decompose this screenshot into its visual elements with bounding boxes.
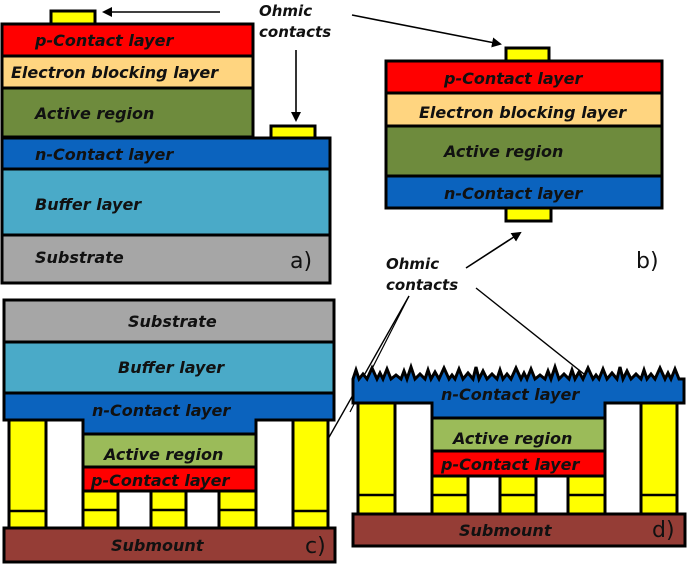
a-n-contact-label: n-Contact layer [35,145,174,164]
a-p-contact-label: p-Contact layer [34,31,174,50]
d-active-label: Active region [451,429,572,448]
c-buffer-layer [2,340,336,395]
c-n-contact-label: n-Contact layer [92,401,231,420]
panel-d-tag: d) [652,518,675,543]
a-substrate [0,233,332,285]
c-pad-gap-2 [184,489,221,530]
d-submount-label: Submount [459,521,553,540]
d-p-contact-label: p-Contact layer [440,455,580,474]
a-active-label: Active region [33,104,154,123]
c-submount [2,526,337,564]
b-active-label: Active region [442,142,563,161]
a-buffer-label: Buffer layer [35,195,142,214]
d-pad-gap-1 [466,474,502,516]
b-electron-blocking-label: Electron blocking layer [419,103,627,122]
panel-c-tag: c) [305,534,326,559]
a-substrate-label: Substrate [35,248,124,267]
ohmic-annotation-top: Ohmic contacts [102,2,502,122]
a-n-contact-layer [0,136,332,171]
panel-c: Substrate Buffer layer n-Contact layer A… [2,298,337,564]
d-n-contact-label: n-Contact layer [441,385,580,404]
a-electron-blocking-label: Electron blocking layer [11,63,219,82]
a-side-ohmic-contact [269,124,317,140]
c-left-gap [44,418,85,530]
b-top-ohmic-contact [504,46,551,63]
c-right-gap [254,418,295,530]
panel-b-tag: b) [636,249,659,274]
c-pad-gap-1 [116,489,153,530]
d-n-contact-layer [351,362,686,420]
ohmic-top-line2: contacts [259,23,331,41]
c-buffer-label: Buffer layer [118,358,225,377]
a-top-ohmic-contact [49,9,97,26]
d-left-gap [393,401,434,516]
c-p-contact-label: p-Contact layer [90,471,230,490]
c-substrate-label: Substrate [128,312,217,331]
b-p-contact-label: p-Contact layer [443,69,583,88]
panel-a-tag: a) [290,249,312,274]
d-left-metal-pillar [356,401,397,516]
b-n-contact-label: n-Contact layer [444,184,583,203]
panel-d: n-Contact layer Active region p-Contact … [351,362,687,548]
panel-b: p-Contact layer Electron blocking layer … [384,46,664,274]
d-active-region [430,416,607,453]
ohmic-mid-line1: Ohmic [386,255,439,273]
d-submount [351,512,687,548]
panel-a: p-Contact layer Electron blocking layer … [0,9,332,285]
c-submount-label: Submount [111,536,205,555]
c-active-label: Active region [102,445,223,464]
d-pad-gap-2 [534,474,570,516]
b-bottom-ohmic-contact [504,206,553,223]
d-right-gap [603,401,643,516]
ohmic-top-line1: Ohmic [259,2,312,20]
ohmic-mid-line2: contacts [386,276,458,294]
arrow-to-b-top-contact [351,14,502,48]
d-right-metal-pillar [639,401,679,516]
arrow-to-b-bottom-contact [465,231,522,269]
